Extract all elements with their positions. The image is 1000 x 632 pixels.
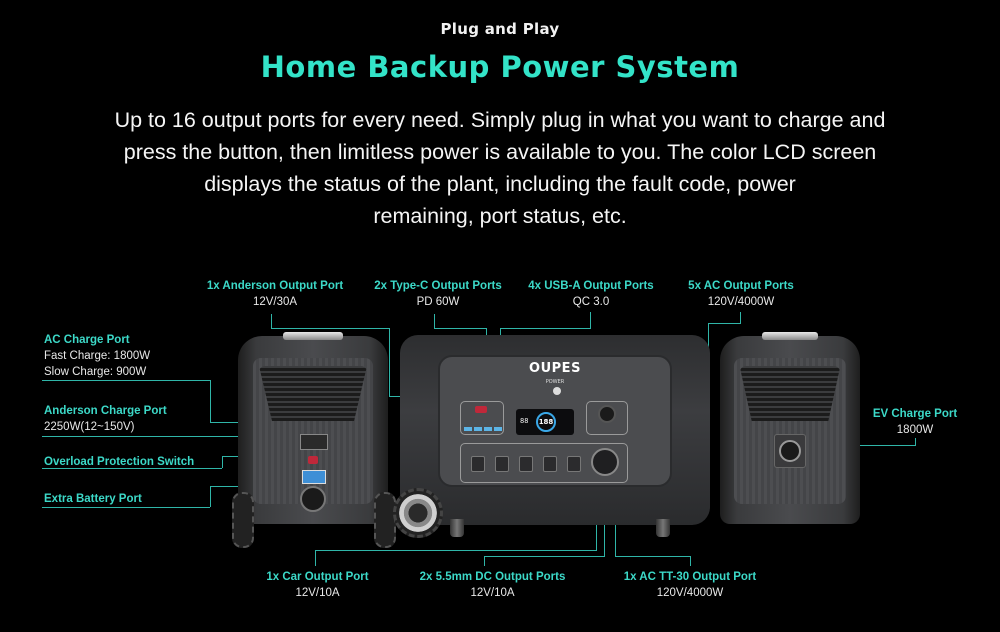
ac-outlet-icon	[519, 456, 533, 472]
label-usb-a-output: 4x USB-A Output Ports QC 3.0	[528, 280, 654, 308]
car-port-panel	[586, 401, 628, 435]
label-extra-battery: Extra Battery Port	[44, 493, 142, 505]
label-overload-switch: Overload Protection Switch	[44, 456, 195, 468]
label-type-c-output: 2x Type-C Output Ports PD 60W	[374, 280, 502, 308]
handle	[283, 332, 343, 340]
label-car-output: 1x Car Output Port 12V/10A	[266, 571, 369, 599]
anderson-charge-port-icon	[302, 470, 326, 484]
power-button[interactable]	[553, 387, 561, 395]
device-rear-left	[238, 332, 388, 524]
ac-charge-port-icon	[300, 434, 328, 450]
usb-port-icon	[464, 427, 472, 431]
anderson-output-icon	[475, 406, 487, 413]
overload-switch-icon	[308, 456, 318, 464]
wheel-icon	[393, 488, 443, 538]
vent-grille	[739, 366, 841, 421]
description-line: displays the status of the plant, includ…	[204, 172, 796, 196]
usb-port-icon	[494, 427, 502, 431]
foot	[656, 519, 670, 537]
eyebrow-text: Plug and Play	[440, 20, 560, 38]
foot	[450, 519, 464, 537]
lcd-center-value: 188	[538, 418, 554, 426]
label-tt30-output: 1x AC TT-30 Output Port 120V/4000W	[623, 571, 757, 599]
handle	[762, 332, 818, 340]
usb-port-icon	[474, 427, 482, 431]
wheel-icon	[374, 492, 396, 548]
lcd-battery-ring: 188	[536, 412, 556, 432]
label-ac-output: 5x AC Output Ports 120V/4000W	[688, 280, 794, 308]
ac-outlet-icon	[543, 456, 557, 472]
label-anderson-charge: Anderson Charge Port 2250W(12~150V)	[44, 405, 167, 433]
vent-grille	[259, 366, 367, 421]
usb-panel	[460, 401, 504, 435]
description-line: remaining, port status, etc.	[373, 204, 627, 228]
front-panel: OUPES POWER 88 188	[438, 355, 672, 487]
wheel-icon	[232, 492, 254, 548]
ev-charge-port-icon	[774, 434, 806, 468]
label-dc-output: 2x 5.5mm DC Output Ports 12V/10A	[419, 571, 566, 599]
tt30-outlet-icon	[591, 448, 619, 476]
device-rear-right	[720, 332, 860, 524]
description-line: Up to 16 output ports for every need. Si…	[114, 108, 886, 132]
lcd-left-value: 88	[520, 417, 529, 425]
page-title: Home Backup Power System	[260, 50, 740, 84]
power-station-front: OUPES POWER 88 188	[400, 335, 710, 537]
lcd-screen: 88 188	[516, 409, 574, 435]
label-ev-charge: EV Charge Port 1800W	[872, 408, 958, 436]
ac-outlet-panel	[460, 443, 628, 483]
car-port-icon	[598, 405, 616, 423]
usb-port-icon	[484, 427, 492, 431]
power-label: POWER	[545, 379, 565, 385]
brand-logo: OUPES	[529, 361, 581, 376]
description-line: press the button, then limitless power i…	[123, 140, 877, 164]
description: Up to 16 output ports for every need. Si…	[30, 104, 970, 232]
label-anderson-output: 1x Anderson Output Port 12V/30A	[206, 280, 344, 308]
ac-outlet-icon	[471, 456, 485, 472]
ac-outlet-icon	[495, 456, 509, 472]
label-ac-charge: AC Charge Port Fast Charge: 1800W Slow C…	[44, 334, 151, 378]
ac-outlet-icon	[567, 456, 581, 472]
extra-battery-port-icon	[300, 486, 326, 512]
